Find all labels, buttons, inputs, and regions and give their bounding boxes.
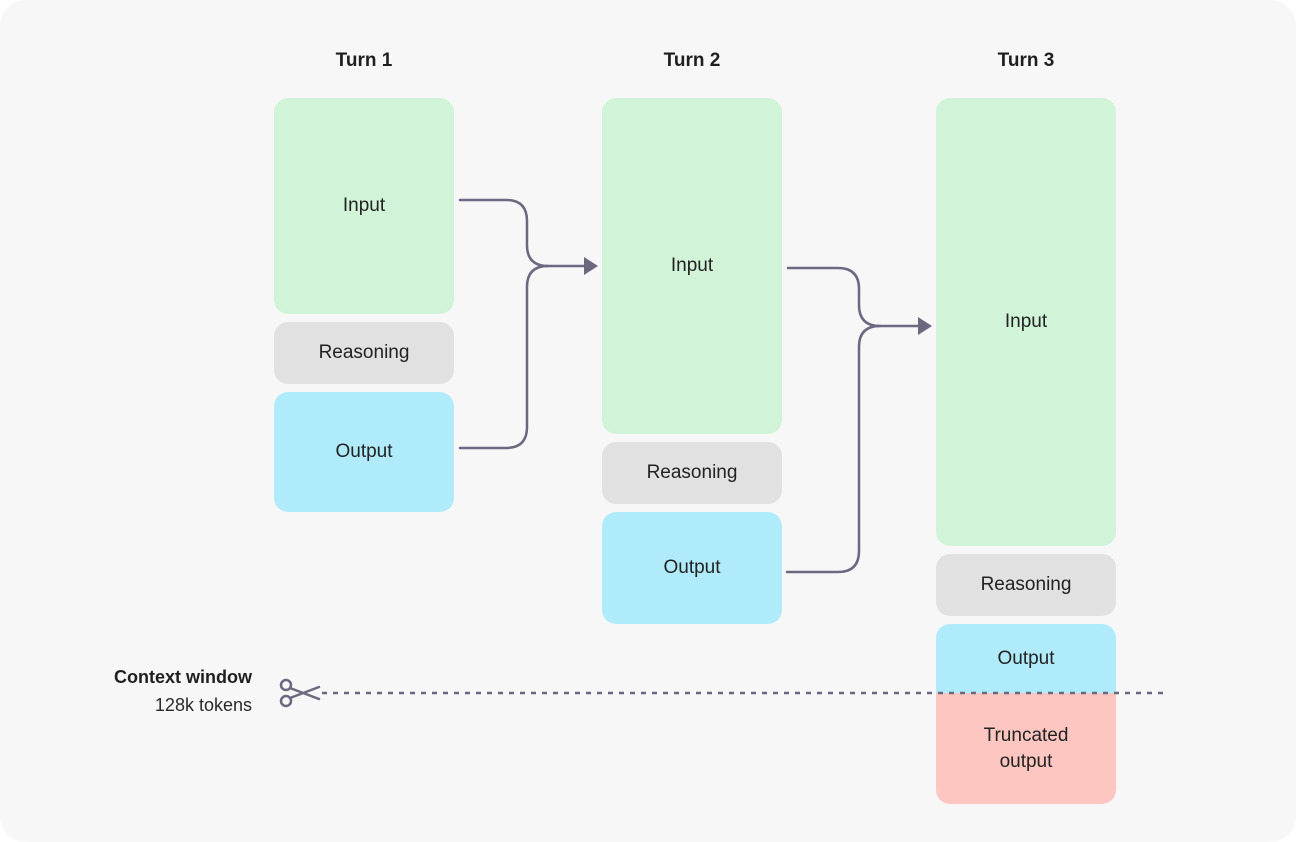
turn-2-reasoning-block: Reasoning — [602, 442, 782, 504]
turn-2-title: Turn 2 — [663, 50, 721, 71]
turn-3-arrowhead — [918, 317, 932, 335]
turn-3-input-block: Input — [936, 98, 1116, 546]
turn-2-input-label: Input — [670, 255, 714, 276]
turn-1-input-label: Input — [342, 195, 386, 216]
scissors-icon — [279, 678, 321, 708]
context-window-title: Context window — [114, 667, 252, 687]
turn-2-input-block: Input — [602, 98, 782, 434]
turn-1-output-connector — [458, 264, 550, 450]
turn-1-output-label: Output — [335, 441, 393, 462]
turn-3-reasoning-label: Reasoning — [980, 574, 1072, 595]
turn-2-output-label: Output — [663, 557, 721, 578]
context-window-size: 128k tokens — [154, 695, 252, 715]
turn-3-truncated-label: Truncated output — [983, 724, 1069, 772]
turn-1-input-block: Input — [274, 98, 454, 314]
turn-1-output-block: Output — [274, 392, 454, 512]
turn-3-output-label: Output — [997, 647, 1055, 669]
turn-2-input-connector — [786, 266, 922, 328]
turn-1-input-connector — [458, 198, 588, 268]
turn-2-arrowhead — [584, 257, 598, 275]
turn-3-title: Turn 3 — [997, 50, 1055, 71]
turn-1-reasoning-label: Reasoning — [318, 342, 410, 363]
turn-3-truncated-output-block: Truncated output — [936, 693, 1116, 804]
turn-3-input-label: Input — [1004, 311, 1048, 332]
turn-2-output-block: Output — [602, 512, 782, 624]
turn-3-output-block: Output — [936, 624, 1116, 693]
turn-2-reasoning-label: Reasoning — [646, 462, 738, 483]
turn-1-reasoning-block: Reasoning — [274, 322, 454, 384]
turn-2-output-connector — [785, 324, 882, 574]
turn-1-title: Turn 1 — [335, 50, 393, 71]
turn-3-reasoning-block: Reasoning — [936, 554, 1116, 616]
